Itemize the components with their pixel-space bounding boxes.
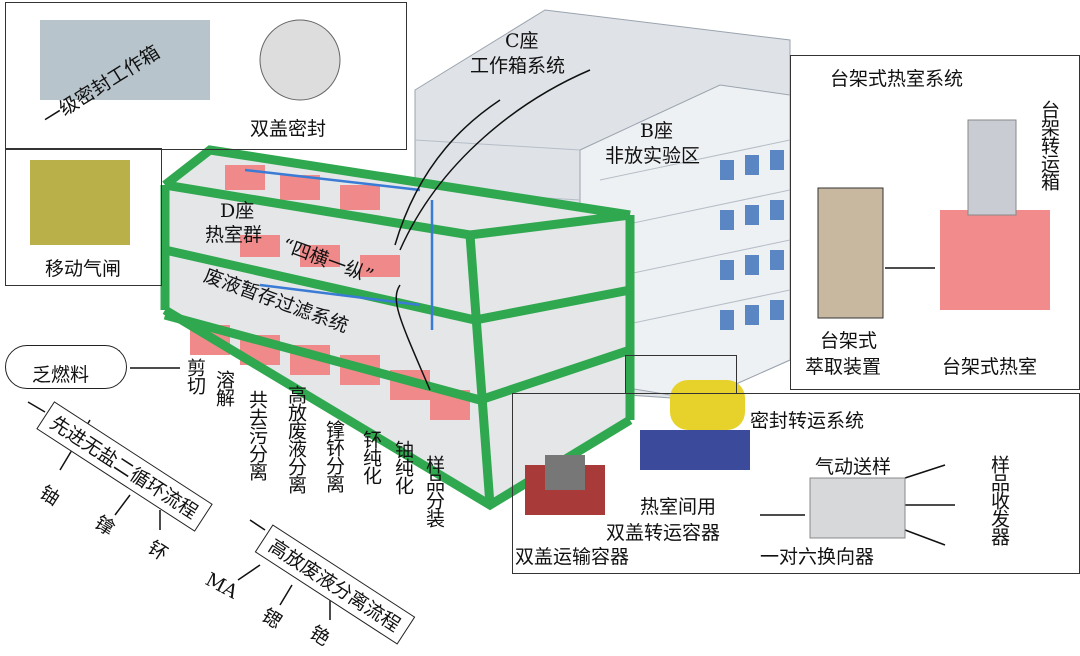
pneumatic-label: 气动送样	[815, 456, 892, 478]
step-pu-purification: 钚纯化	[360, 430, 382, 484]
c-block-label: C座	[505, 30, 539, 52]
spent-fuel-label: 乏燃料	[32, 364, 90, 386]
rack-extraction-label: 台架式	[820, 330, 878, 352]
double-lid-seal-label: 双盖密封	[250, 118, 327, 140]
diverter-image	[809, 477, 906, 539]
step-u-purification: 铀纯化	[392, 440, 414, 494]
c-block-sublabel: 工作箱系统	[470, 55, 566, 77]
d-block-green-frame	[160, 145, 635, 511]
step-codecontamination: 共去污分离	[246, 390, 268, 480]
airlock-label: 移动气闸	[45, 258, 122, 280]
rack-transfer-box-label: 台架转运箱	[1038, 100, 1060, 190]
rack-hot-cell-image	[940, 210, 1050, 310]
annotation-arrows	[27, 69, 955, 620]
container-label: 热室间用	[640, 496, 717, 518]
b-block-label: B座	[640, 120, 673, 142]
transport-container-label: 双盖运输容器	[515, 546, 630, 568]
d-block-interior	[165, 150, 630, 505]
step-hlw-separation: 高放废液分离	[285, 385, 307, 493]
rack-transfer-box-image	[967, 119, 1017, 216]
container-sublabel: 双盖转运容器	[606, 522, 721, 544]
diverter-label: 一对六换向器	[760, 546, 875, 568]
d-block-sublabel: 热室群	[205, 224, 263, 246]
blue-span-arrows	[244, 168, 434, 330]
transceiver-label: 样品收发器	[988, 455, 1010, 545]
mobile-airlock-image	[30, 160, 130, 245]
glovebox-panel	[5, 2, 407, 150]
rack-extraction-sublabel: 萃取装置	[805, 356, 882, 378]
airlock-panel	[5, 148, 162, 286]
glovebox-image	[40, 20, 210, 100]
d-block-label: D座	[220, 200, 255, 222]
sealed-transfer-notch	[625, 355, 737, 394]
step-np-pu-separation: 镎钚分离	[323, 420, 345, 492]
step-shearing: 剪切	[184, 358, 206, 394]
rack-hot-cell-label: 台架式热室	[942, 356, 1038, 378]
double-lid-transfer-container-image	[670, 380, 745, 430]
sealed-transfer-title: 密封转运系统	[750, 410, 865, 432]
double-lid-seal-image	[259, 19, 341, 101]
rack-extraction-image	[817, 187, 884, 319]
step-dissolution: 溶解	[213, 370, 235, 406]
building-windows	[720, 150, 784, 330]
transfer-cart-image	[640, 430, 750, 470]
rack-system-title: 台架式热室系统	[830, 68, 964, 90]
step-sample-packaging: 样品分装	[423, 455, 445, 527]
spent-fuel-pill	[5, 345, 127, 389]
b-block-sublabel: 非放实验区	[605, 145, 701, 167]
